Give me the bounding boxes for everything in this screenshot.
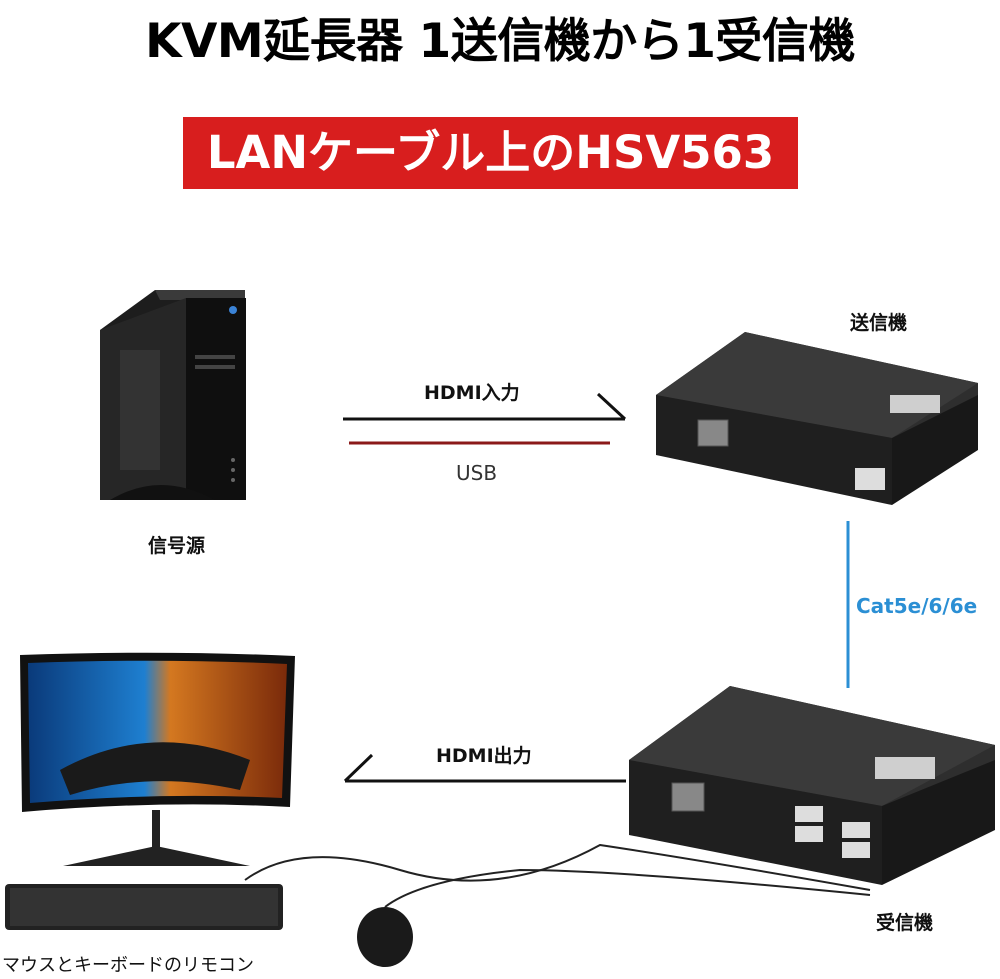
monitor-icon: [20, 652, 295, 866]
hdmi-in-label: HDMI入力: [424, 382, 520, 404]
remote-kvm-label: マウスとキーボードのリモコン: [2, 955, 254, 976]
hdmi-in-arrow: [343, 392, 627, 421]
keyboard-icon: [5, 884, 283, 930]
mouse-icon: [244, 843, 871, 967]
receiver-label: 受信機: [876, 912, 934, 934]
page-title: KVM延長器 1送信機から1受信機: [145, 14, 855, 69]
hdmi-out-arrow: [343, 753, 626, 783]
transmitter-label: 送信機: [850, 312, 908, 334]
signal-source-label: 信号源: [148, 535, 206, 557]
subtitle-banner: LANケーブル上のHSV563: [183, 117, 798, 189]
desktop-tower-icon: [100, 290, 246, 500]
transmitter-box-icon: [656, 332, 978, 505]
cable-type-label: Cat5e/6/6e: [856, 594, 978, 618]
receiver-box-icon: [629, 686, 995, 885]
hdmi-out-label: HDMI出力: [436, 745, 532, 767]
usb-label: USB: [456, 461, 498, 485]
